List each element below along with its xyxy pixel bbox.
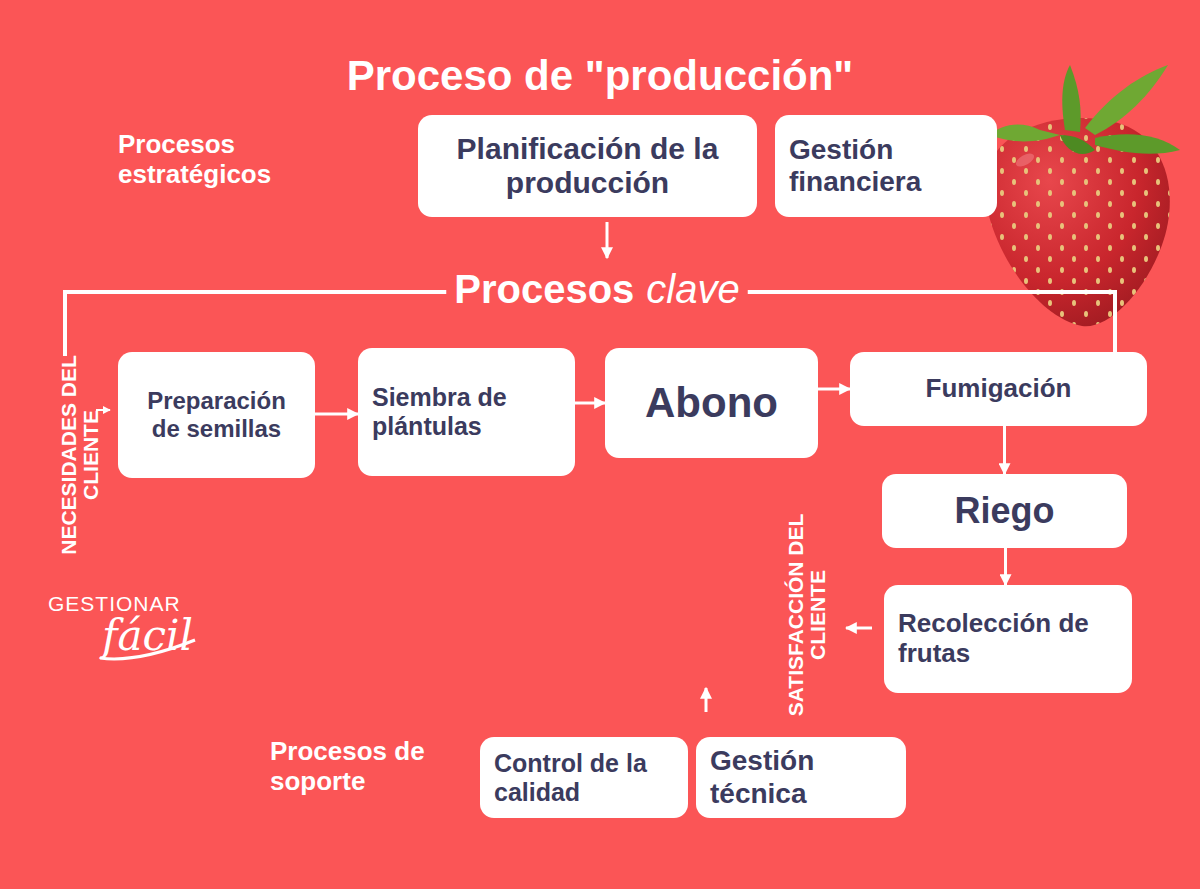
section-heading: clave <box>646 266 739 312</box>
up-arrow <box>705 688 708 712</box>
process-box: Siembra de plántulas <box>358 348 575 476</box>
title: Proceso de "producción" <box>0 52 1200 100</box>
section-label: Procesos estratégicos <box>118 130 378 190</box>
process-box: Gestión técnica <box>696 737 906 818</box>
box-text: Gestión financiera <box>789 134 983 198</box>
left-arrow <box>846 627 872 630</box>
section-label: Procesos de soporte <box>270 737 470 797</box>
box-text: Recolección de frutas <box>898 609 1118 669</box>
process-box: Control de la calidad <box>480 737 688 818</box>
box-text: Control de la calidad <box>494 749 674 807</box>
down-arrow <box>606 222 609 258</box>
vertical-label: SATISFACCIÓN DEL CLIENTE <box>785 505 829 725</box>
key-heading: Procesos clave <box>454 266 740 312</box>
flow-arrows <box>96 222 872 712</box>
process-box: Fumigación <box>850 352 1147 426</box>
process-box: Planificación de la producción <box>418 115 757 217</box>
process-box: Preparación de semillas <box>118 352 315 478</box>
process-box: Abono <box>605 348 818 458</box>
bracket-line <box>748 292 1115 352</box>
bracket-line <box>65 292 446 356</box>
box-text: Preparación de semillas <box>132 387 301 442</box>
flow-arrow <box>575 402 605 405</box>
flow-arrow <box>1003 426 1006 474</box>
section-heading: Procesos <box>454 266 634 312</box>
box-text: Riego <box>954 490 1054 531</box>
process-box: Recolección de frutas <box>884 585 1132 693</box>
process-box: Gestión financiera <box>775 115 997 217</box>
box-text: Gestión técnica <box>710 745 892 809</box>
section-label: fácil <box>102 612 202 660</box>
strawberry-illustration <box>985 65 1180 326</box>
flow-arrow <box>315 413 358 416</box>
box-text: Fumigación <box>926 374 1072 404</box>
vertical-label: NECESIDADES DEL CLIENTE <box>58 353 102 558</box>
flow-arrow <box>1004 548 1007 585</box>
process-box: Riego <box>882 474 1127 548</box>
box-text: Planificación de la producción <box>432 132 743 201</box>
box-text: Abono <box>645 379 778 427</box>
flow-arrow <box>818 388 850 391</box>
box-text: Siembra de plántulas <box>372 383 561 441</box>
